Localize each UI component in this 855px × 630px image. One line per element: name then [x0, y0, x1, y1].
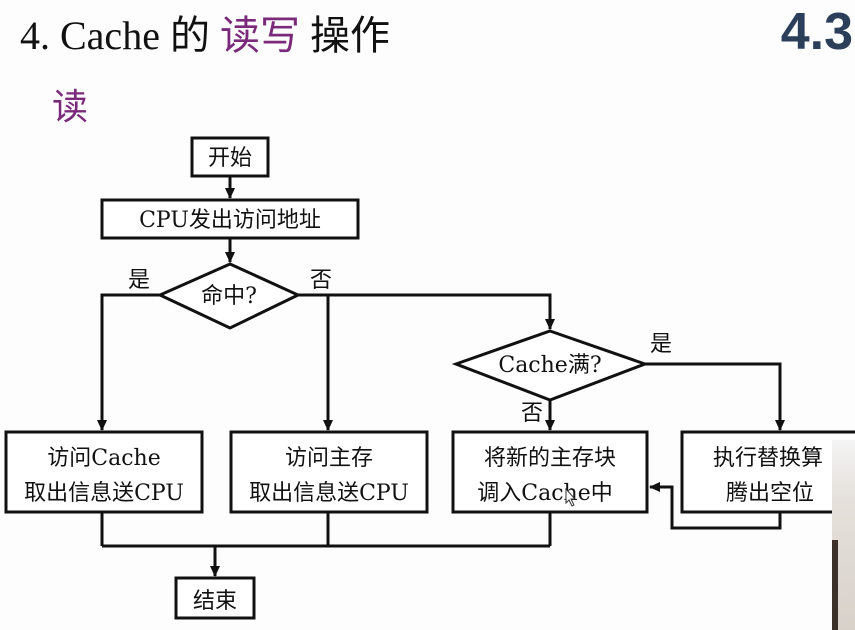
title-suffix: 操作 [309, 13, 390, 58]
full-no-label: 否 [521, 401, 543, 426]
hit-question-label: 命中? [201, 284, 257, 309]
start-label: 开始 [208, 146, 252, 171]
mouse-cursor-icon [565, 487, 577, 507]
edge-hit-yes [97, 293, 160, 431]
edge-replace-back [649, 482, 782, 530]
replace-line1: 执行替换算 [713, 446, 823, 471]
video-overlay-thumbnail [832, 440, 855, 630]
video-overlay-strip [832, 540, 838, 630]
cpu-address-label: CPU发出访问地址 [139, 208, 321, 233]
edge-hit-no-right [298, 293, 555, 330]
end-node [174, 576, 256, 620]
load-block-line1: 将新的主存块 [484, 446, 616, 471]
full-decision-node [451, 329, 650, 402]
full-question-label: Cache满? [498, 353, 601, 378]
access-main-line1: 访问主存 [285, 446, 373, 471]
end-label: 结束 [193, 589, 237, 614]
full-yes-label: 是 [650, 332, 672, 357]
load-block-node [451, 430, 649, 514]
hit-yes-label: 是 [128, 268, 150, 293]
hit-no-label: 否 [310, 268, 332, 293]
access-main-line2: 取出信息送CPU [249, 481, 409, 506]
section-number: 4.3 [780, 3, 853, 61]
hit-decision-node [156, 262, 302, 330]
title-prefix: 4. Cache 的 [20, 13, 210, 58]
replace-node [680, 430, 855, 514]
cpu-address-node [100, 198, 360, 240]
access-cache-node [4, 430, 204, 514]
access-main-node [229, 430, 429, 514]
slide-title: 4. Cache 的 读写 操作 [20, 6, 390, 66]
access-cache-line1: 访问Cache [47, 446, 160, 471]
title-highlight: 读写 [219, 13, 300, 58]
access-cache-line2: 取出信息送CPU [24, 481, 184, 506]
replace-line2: 腾出空位 [726, 481, 814, 506]
slide-subtitle: 读 [52, 87, 89, 128]
start-node [190, 136, 270, 178]
load-block-line2: 调入Cache中 [477, 481, 612, 506]
edge-full-yes [645, 362, 785, 431]
